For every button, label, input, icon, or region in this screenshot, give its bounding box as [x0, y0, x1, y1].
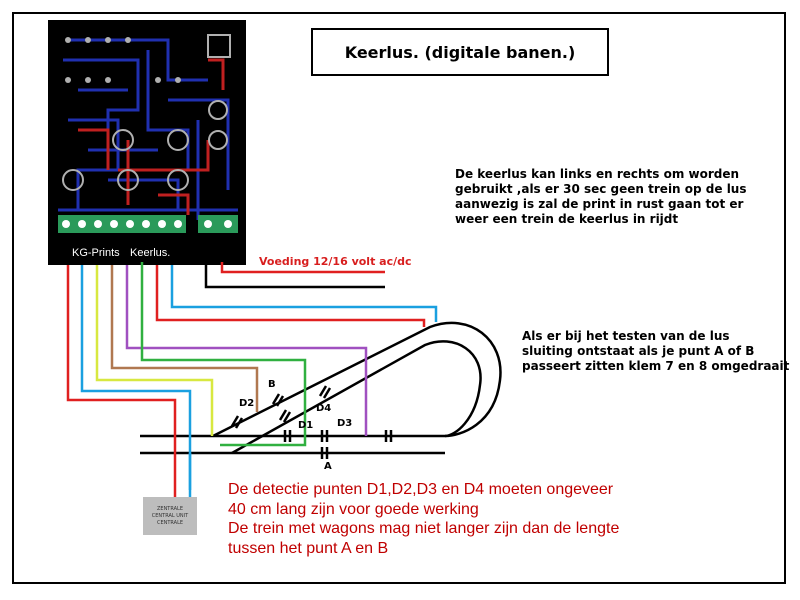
central-unit-line: CENTRAL UNIT — [151, 512, 189, 519]
label-d4: D4 — [316, 403, 332, 414]
central-unit-line: ZENTRALE — [156, 505, 183, 512]
label-d2: D2 — [239, 398, 255, 409]
label-d1: D1 — [298, 420, 314, 431]
description-line: weer een trein de keerlus in rijdt — [455, 212, 679, 226]
central-unit-line: CENTRALE — [156, 519, 184, 526]
pcb-brand-label: KG-Prints — [72, 247, 120, 259]
test-note-line: sluiting ontstaat als je punt A of B — [522, 344, 755, 358]
power-supply-label: Voeding 12/16 volt ac/dc — [259, 255, 412, 268]
detection-note-line: De trein met wagons mag niet langer zijn… — [228, 520, 620, 537]
label-b: B — [268, 379, 276, 390]
test-note: Als er bij het testen van de lus sluitin… — [522, 329, 789, 374]
detection-note-line: De detectie punten D1,D2,D3 en D4 moeten… — [228, 481, 614, 498]
label-a: A — [324, 461, 332, 472]
label-d3: D3 — [337, 418, 353, 429]
title-box: Keerlus. (digitale banen.) — [311, 28, 609, 76]
detection-note: De detectie punten D1,D2,D3 en D4 moeten… — [228, 480, 668, 558]
detection-note-line: 40 cm lang zijn voor goede werking — [228, 500, 479, 518]
description-line: gebruikt ,als er 30 sec geen trein op de… — [455, 182, 747, 196]
diagram-frame — [12, 12, 786, 584]
pcb-product-label: Keerlus. — [130, 247, 171, 259]
description-line: De keerlus kan links en rechts om worden — [455, 167, 740, 181]
pcb-traces — [58, 34, 238, 233]
description-note: De keerlus kan links en rechts om worden… — [455, 167, 747, 227]
diagram-title: Keerlus. (digitale banen.) — [344, 42, 576, 62]
description-line: aanwezig is zal de print in rust gaan to… — [455, 197, 744, 211]
test-note-line: Als er bij het testen van de lus — [522, 329, 730, 343]
pcb-board: KG-Prints Keerlus. — [48, 20, 246, 265]
central-unit-box: ZENTRALE CENTRAL UNIT CENTRALE — [143, 497, 197, 535]
detection-note-line: tussen het punt A en B — [228, 539, 389, 557]
test-note-line: passeert zitten klem 7 en 8 omgedraait — [522, 359, 790, 373]
